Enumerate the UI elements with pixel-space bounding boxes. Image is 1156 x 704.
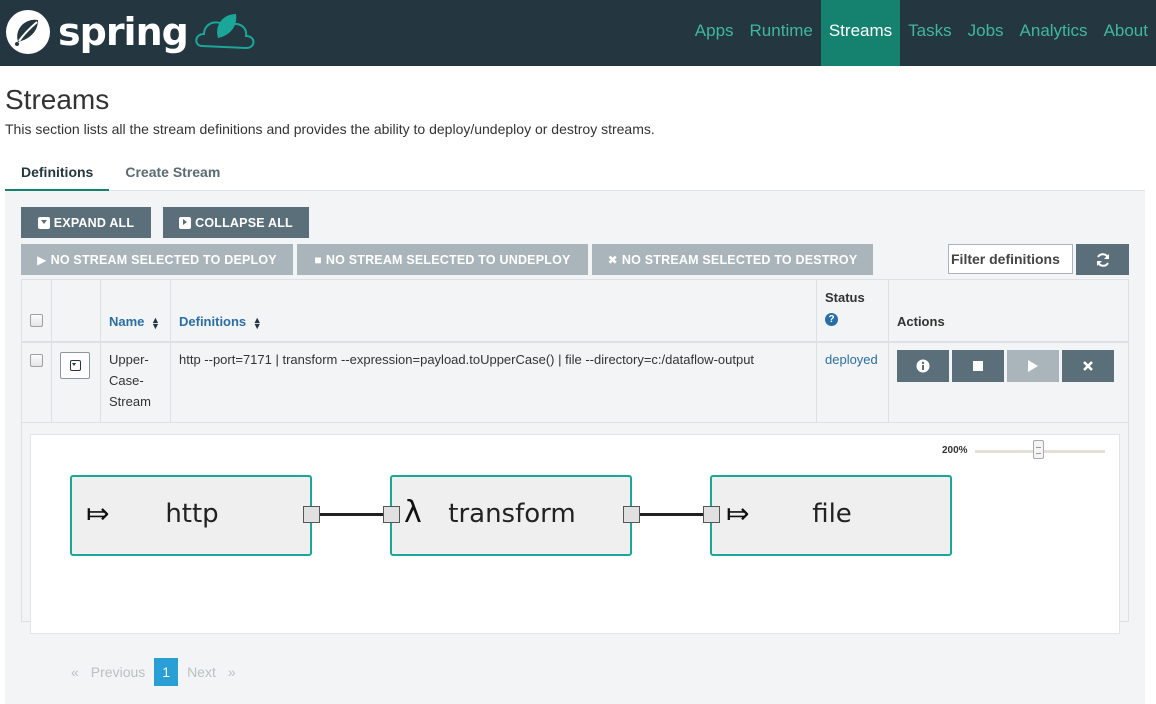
stream-graph[interactable]: 200% ⤇ http λ transform ⤇ file bbox=[30, 434, 1120, 634]
deploy-button[interactable]: ▶ NO STREAM SELECTED TO DEPLOY bbox=[21, 244, 293, 275]
play-icon bbox=[1028, 360, 1038, 372]
destroy-button[interactable]: ✖ NO STREAM SELECTED TO DESTROY bbox=[592, 244, 873, 275]
play-icon: ▶ bbox=[37, 252, 47, 267]
undeploy-button[interactable]: ■ NO STREAM SELECTED TO UNDEPLOY bbox=[297, 244, 588, 275]
stream-name-line: Stream bbox=[109, 394, 151, 409]
nav-tasks[interactable]: Tasks bbox=[908, 21, 952, 40]
expand-all-label: EXPAND ALL bbox=[53, 215, 135, 230]
stream-definition: http --port=7171 | transform --expressio… bbox=[179, 352, 755, 367]
refresh-icon bbox=[1096, 252, 1109, 267]
definitions-header-label: Definitions bbox=[179, 314, 247, 329]
deploy-label: NO STREAM SELECTED TO DEPLOY bbox=[50, 252, 277, 267]
brand-name: spring bbox=[58, 10, 189, 54]
node-label: transform bbox=[448, 499, 576, 529]
stream-name[interactable]: Upper- Case- Stream bbox=[109, 349, 167, 412]
row-checkbox[interactable] bbox=[30, 354, 43, 367]
actions-column-header: Actions bbox=[897, 314, 945, 329]
collapse-all-label: COLLAPSE ALL bbox=[195, 215, 293, 230]
cloud-leaf-icon bbox=[195, 14, 255, 50]
top-navbar: spring Apps Runtime Streams Tasks Jobs A… bbox=[0, 0, 1156, 66]
sink-arrow-icon: ⤇ bbox=[726, 497, 750, 530]
select-all-checkbox[interactable] bbox=[30, 314, 43, 327]
collapse-icon bbox=[179, 216, 192, 229]
tab-create-stream[interactable]: Create Stream bbox=[125, 164, 221, 180]
nav-runtime[interactable]: Runtime bbox=[749, 21, 813, 40]
nav-apps[interactable]: Apps bbox=[694, 21, 734, 40]
page-description: This section lists all the stream defini… bbox=[5, 121, 655, 137]
undeploy-label: NO STREAM SELECTED TO UNDEPLOY bbox=[325, 252, 571, 267]
nav-analytics[interactable]: Analytics bbox=[1019, 21, 1088, 40]
zoom-label: 200% bbox=[942, 445, 968, 456]
tab-bar: Definitions Create Stream bbox=[5, 158, 1145, 191]
link-http-transform bbox=[320, 513, 393, 516]
times-icon: ✖ bbox=[607, 252, 618, 267]
input-port[interactable] bbox=[703, 506, 720, 523]
main-nav: Apps Runtime Streams Tasks Jobs Analytic… bbox=[687, 0, 1156, 66]
pagination-next[interactable]: Next bbox=[187, 664, 216, 680]
question-circle-icon[interactable]: ? bbox=[825, 313, 838, 326]
pagination-prev-arrow: « bbox=[71, 664, 79, 680]
pagination-page-1[interactable]: 1 bbox=[154, 658, 179, 686]
destroy-label: NO STREAM SELECTED TO DESTROY bbox=[621, 252, 858, 267]
output-port[interactable] bbox=[303, 506, 320, 523]
undeploy-stream-button[interactable] bbox=[952, 350, 1004, 382]
pagination: « Previous 1 Next » bbox=[65, 657, 242, 687]
info-icon bbox=[916, 359, 930, 373]
times-icon bbox=[1083, 361, 1093, 371]
filter-definitions-input[interactable] bbox=[948, 244, 1073, 274]
stream-name-line: Case- bbox=[109, 373, 144, 388]
node-file[interactable]: ⤇ file bbox=[710, 475, 952, 556]
nav-streams[interactable]: Streams bbox=[820, 0, 901, 66]
pagination-previous[interactable]: Previous bbox=[90, 664, 146, 680]
stream-name-line: Upper- bbox=[109, 352, 149, 367]
deploy-stream-button[interactable] bbox=[1007, 350, 1059, 382]
zoom-slider-handle[interactable] bbox=[1033, 440, 1044, 459]
source-arrow-icon: ⤇ bbox=[86, 497, 110, 530]
name-header-label: Name bbox=[109, 314, 145, 329]
link-transform-file bbox=[640, 513, 713, 516]
status-column-header: Status bbox=[825, 290, 865, 305]
nav-jobs[interactable]: Jobs bbox=[967, 21, 1004, 40]
node-transform[interactable]: λ transform bbox=[390, 475, 632, 556]
node-http[interactable]: ⤇ http bbox=[70, 475, 312, 556]
caret-square-down-icon bbox=[69, 360, 81, 371]
row-expand-button[interactable] bbox=[60, 352, 90, 379]
lambda-icon: λ bbox=[404, 495, 422, 530]
page-title: Streams bbox=[5, 84, 110, 115]
node-label: file bbox=[812, 499, 852, 529]
tab-definitions[interactable]: Definitions bbox=[5, 158, 110, 191]
collapse-all-button[interactable]: COLLAPSE ALL bbox=[163, 207, 309, 238]
destroy-stream-button[interactable] bbox=[1062, 350, 1114, 382]
refresh-button[interactable] bbox=[1076, 244, 1129, 275]
details-button[interactable] bbox=[897, 350, 949, 382]
definitions-panel: EXPAND ALL COLLAPSE ALL ▶ NO STREAM SELE… bbox=[5, 191, 1145, 704]
sort-icon: ▲▼ bbox=[252, 314, 262, 331]
nav-about[interactable]: About bbox=[1103, 21, 1148, 40]
name-column-header[interactable]: Name ▲▼ bbox=[109, 314, 160, 331]
pagination-next-arrow: » bbox=[227, 664, 236, 680]
output-port[interactable] bbox=[623, 506, 640, 523]
sort-icon: ▲▼ bbox=[151, 314, 160, 331]
expand-icon bbox=[37, 216, 50, 229]
stream-definitions-table: Name ▲▼ Definitions ▲▼ Status ? Actions … bbox=[21, 279, 1129, 634]
node-label: http bbox=[165, 499, 219, 529]
stream-status[interactable]: deployed bbox=[825, 352, 878, 367]
stop-icon bbox=[973, 361, 983, 371]
input-port[interactable] bbox=[383, 506, 400, 523]
brand-logo[interactable]: spring bbox=[4, 6, 258, 58]
definitions-column-header[interactable]: Definitions ▲▼ bbox=[179, 314, 262, 331]
expand-all-button[interactable]: EXPAND ALL bbox=[21, 207, 151, 238]
spring-logo-icon bbox=[6, 10, 50, 54]
stop-icon: ■ bbox=[314, 252, 322, 267]
